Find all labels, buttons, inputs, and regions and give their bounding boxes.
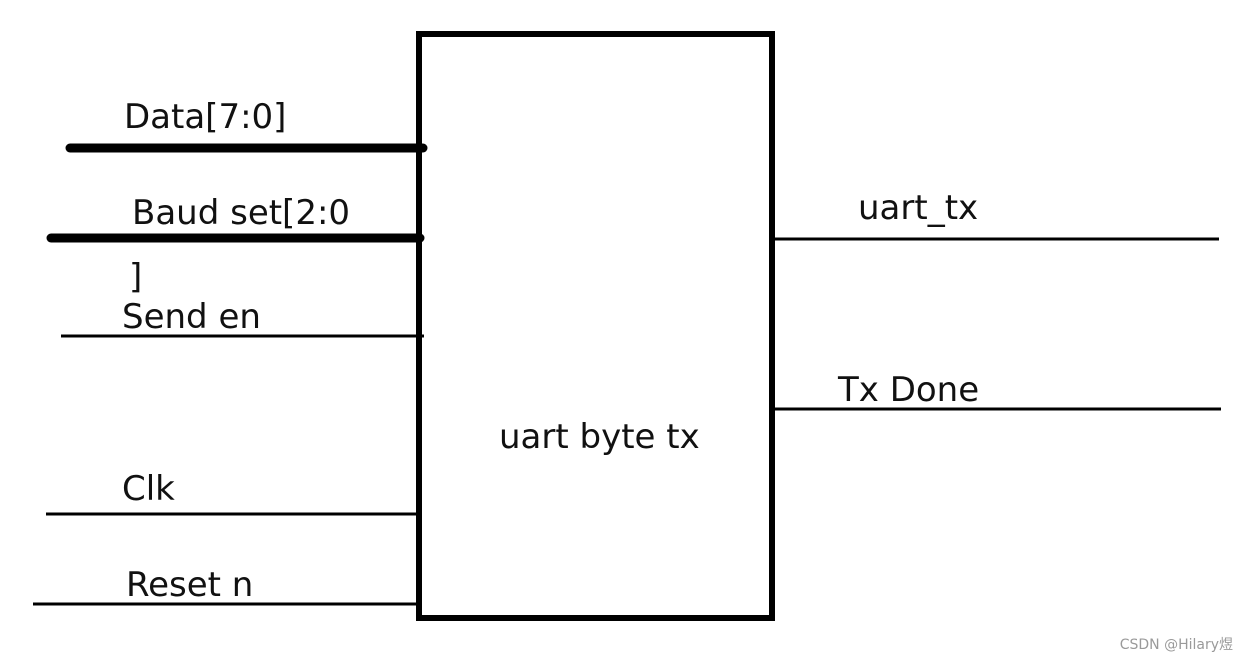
send-en-label: Send en [122,297,261,337]
data-label: Data[7:0] [124,97,287,137]
baud-set-label-cont: ] [129,257,143,297]
watermark: CSDN @Hilary煜 [1119,637,1233,653]
clk-label: Clk [122,469,175,509]
uart-tx-label: uart_tx [858,188,979,228]
block-name-label: uart byte tx [499,417,700,457]
uart-byte-tx-block [416,31,775,621]
tx-done-label: Tx Done [838,370,980,410]
baud-set-label: Baud set[2:0 [132,193,351,233]
reset-n-label: Reset n [126,565,254,605]
